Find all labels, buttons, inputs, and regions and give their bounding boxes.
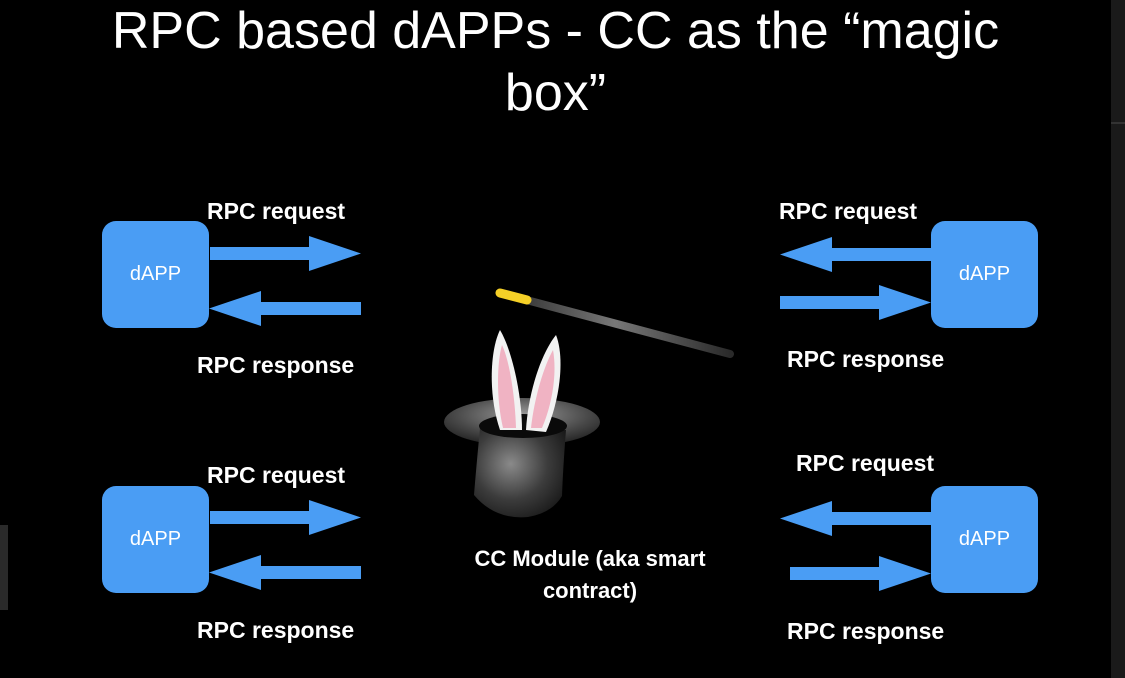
- right-edge-strip: [1111, 0, 1125, 678]
- title-line-1: RPC based dAPPs - CC as the “magic: [111, 2, 1000, 60]
- rpc-response-label-bottom-right: RPC response: [787, 618, 945, 644]
- arrow-right-icon: [210, 500, 361, 535]
- rpc-request-label-bottom-left: RPC request: [207, 462, 346, 488]
- dapp-box-top-left: dAPP: [102, 221, 209, 328]
- rpc-response-label-top-right: RPC response: [787, 346, 945, 372]
- left-edge-strip: [0, 525, 8, 610]
- cc-module-caption-line-1: CC Module (aka smart: [474, 546, 706, 571]
- arrow-right-icon: [790, 556, 931, 591]
- rabbit-ears-icon: [491, 330, 561, 432]
- arrow-left-icon: [780, 501, 932, 536]
- arrow-right-icon: [780, 285, 931, 320]
- dapp-box-bottom-right: dAPP: [931, 486, 1038, 593]
- arrow-left-icon: [209, 291, 361, 326]
- magic-wand-icon: [495, 288, 734, 358]
- dapp-box-top-right: dAPP: [931, 221, 1038, 328]
- rpc-response-label-bottom-left: RPC response: [197, 617, 355, 643]
- right-edge-line: [1111, 122, 1125, 124]
- title-line-2: box”: [504, 64, 607, 122]
- rpc-request-label-top-left: RPC request: [207, 198, 346, 224]
- rpc-request-label-bottom-right: RPC request: [796, 450, 935, 476]
- magic-hat-icon: [444, 330, 600, 518]
- arrow-right-icon: [210, 236, 361, 271]
- cc-module-caption: CC Module (aka smart contract): [440, 543, 740, 607]
- slide-title: RPC based dAPPs - CC as the “magic box”: [0, 0, 1111, 124]
- rpc-request-label-top-right: RPC request: [779, 198, 918, 224]
- arrow-left-icon: [209, 555, 361, 590]
- dapp-box-bottom-left: dAPP: [102, 486, 209, 593]
- cc-module-caption-line-2: contract): [542, 578, 638, 603]
- rpc-response-label-top-left: RPC response: [197, 352, 355, 378]
- arrow-left-icon: [780, 237, 932, 272]
